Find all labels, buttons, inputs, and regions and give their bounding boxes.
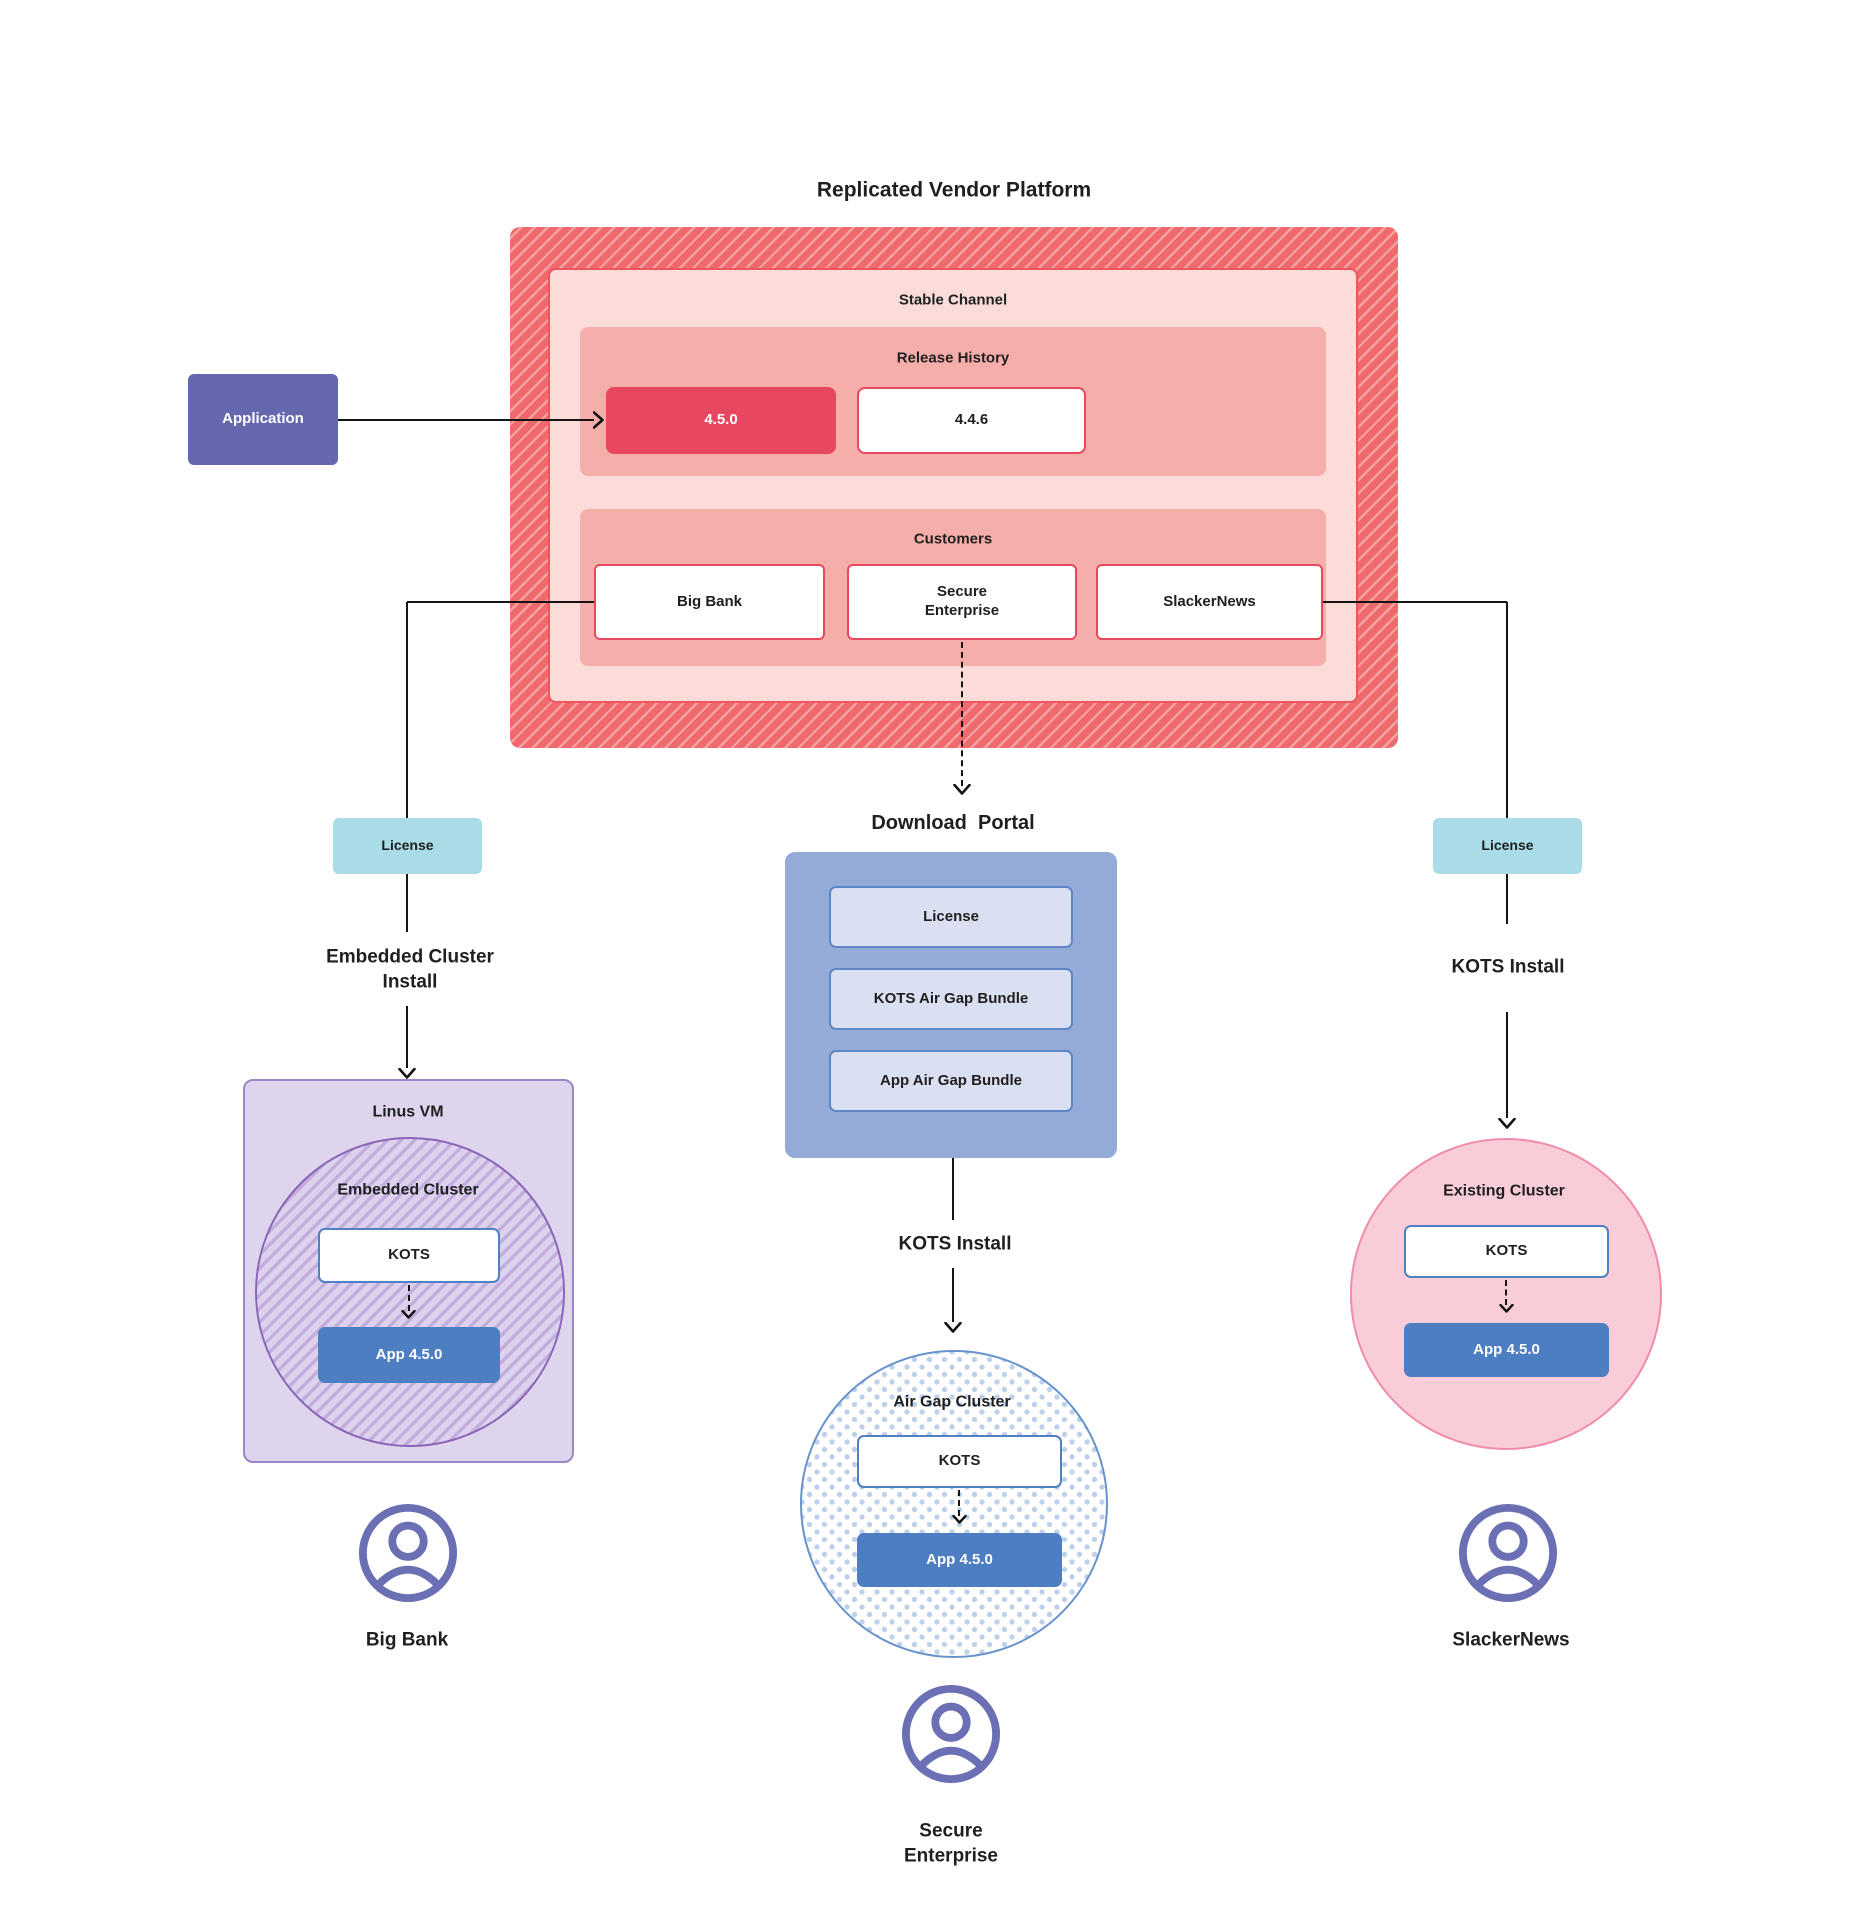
- arrowhead-down-icon: [952, 1515, 967, 1524]
- connector-application-to-release: [338, 419, 594, 421]
- portal-item-app-airgap-bundle: App Air Gap Bundle: [829, 1050, 1073, 1112]
- customer-secure-enterprise: Secure Enterprise: [847, 564, 1077, 640]
- arrowhead-down-icon: [1499, 1304, 1514, 1313]
- embedded-cluster-install-label: Embedded Cluster Install: [326, 946, 494, 992]
- release-version-current: 4.5.0: [606, 387, 836, 454]
- arrowhead-down-icon: [953, 784, 971, 795]
- air-gap-cluster-label: Air Gap Cluster: [893, 1393, 1011, 1411]
- kots-node-left: KOTS: [318, 1228, 500, 1283]
- user-icon: [901, 1684, 1001, 1784]
- arrowhead-down-icon: [398, 1068, 416, 1079]
- app-version-node-left: App 4.5.0: [318, 1327, 500, 1383]
- connector-kots-to-app-middle: [958, 1490, 960, 1516]
- persona-label-secure-enterprise: Secure Enterprise: [904, 1820, 998, 1866]
- arrowhead-down-icon: [944, 1322, 962, 1333]
- license-node-slacker: License: [1433, 818, 1582, 874]
- portal-item-license: License: [829, 886, 1073, 948]
- diagram-title: Replicated Vendor Platform: [816, 178, 1092, 202]
- customer-big-bank: Big Bank: [594, 564, 825, 640]
- persona-label-slacker-news: SlackerNews: [1452, 1629, 1570, 1651]
- arrowhead-down-icon: [1498, 1118, 1516, 1129]
- connector-install-to-existing: [1506, 1012, 1508, 1118]
- linus-vm-label: Linus VM: [372, 1103, 444, 1121]
- kots-node-right: KOTS: [1404, 1225, 1609, 1278]
- app-version-node-middle: App 4.5.0: [857, 1533, 1062, 1587]
- existing-cluster-label: Existing Cluster: [1443, 1182, 1565, 1200]
- portal-item-kots-airgap-bundle: KOTS Air Gap Bundle: [829, 968, 1073, 1030]
- license-node-big-bank: License: [333, 818, 482, 874]
- embedded-cluster-label: Embedded Cluster: [337, 1181, 479, 1199]
- kots-install-label-right: KOTS Install: [1451, 956, 1565, 978]
- connector-big-bank-license-v: [406, 602, 408, 818]
- stable-channel-label: Stable Channel: [898, 291, 1008, 309]
- kots-install-label-middle: KOTS Install: [898, 1233, 1012, 1255]
- connector-portal-to-install: [952, 1158, 954, 1220]
- connector-license-to-install-right: [1506, 874, 1508, 924]
- connector-big-bank-license-h: [407, 601, 594, 603]
- connector-install-to-airgap: [952, 1268, 954, 1322]
- customer-slacker-news: SlackerNews: [1096, 564, 1323, 640]
- download-portal-label: Download Portal: [871, 812, 1035, 834]
- air-gap-cluster-circle: [800, 1350, 1108, 1658]
- release-history-label: Release History: [896, 349, 1010, 367]
- embedded-cluster-circle: [255, 1137, 565, 1447]
- user-icon: [358, 1503, 458, 1603]
- user-icon: [1458, 1503, 1558, 1603]
- kots-node-middle: KOTS: [857, 1435, 1062, 1488]
- connector-slacker-license-h: [1323, 601, 1507, 603]
- connector-kots-to-app-left: [408, 1285, 410, 1311]
- customers-label: Customers: [913, 530, 993, 548]
- persona-label-big-bank: Big Bank: [365, 1629, 449, 1651]
- connector-install-to-vm: [406, 1006, 408, 1068]
- release-version-previous: 4.4.6: [857, 387, 1086, 454]
- connector-slacker-license-v: [1506, 602, 1508, 818]
- arrowhead-right-icon: [593, 411, 604, 429]
- connector-secure-to-portal: [961, 642, 963, 786]
- arrowhead-down-icon: [401, 1310, 416, 1319]
- connector-license-to-install-left: [406, 874, 408, 932]
- connector-kots-to-app-right: [1505, 1280, 1507, 1305]
- app-version-node-right: App 4.5.0: [1404, 1323, 1609, 1377]
- application-node: Application: [188, 374, 338, 465]
